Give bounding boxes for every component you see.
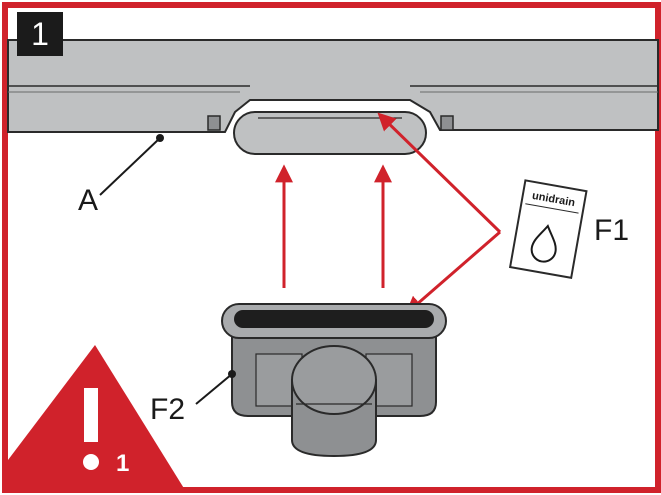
label-a-pointer — [99, 134, 164, 196]
exclamation-icon — [84, 388, 98, 442]
lubricant-sachet: unidrain — [508, 179, 588, 279]
assembly-arrows — [275, 112, 502, 315]
label-a: A — [78, 184, 99, 217]
drop-icon — [530, 224, 557, 263]
outlet-fitting — [221, 303, 447, 458]
label-f1: F1 — [594, 214, 630, 247]
drain-channel — [7, 39, 659, 155]
label-f2-pointer — [195, 370, 236, 405]
warning-number: 1 — [116, 450, 130, 477]
warning-triangle — [8, 345, 185, 490]
label-f2: F2 — [150, 393, 186, 426]
step-number-badge: 1 — [17, 12, 63, 56]
arrow-to-outlet — [405, 230, 501, 315]
arrow-to-channel — [377, 112, 502, 234]
